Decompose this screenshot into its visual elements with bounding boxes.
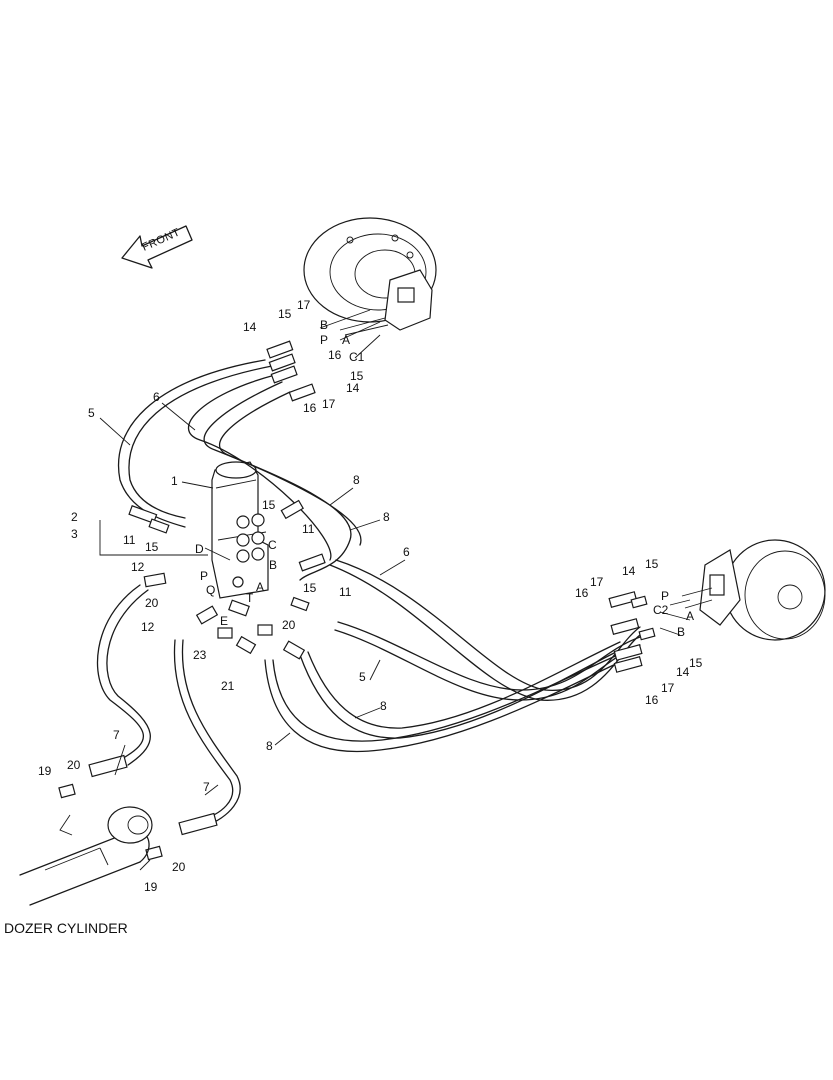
label: 16 (575, 586, 589, 600)
center-swivel-joint (211, 461, 269, 599)
label: 5 (359, 670, 366, 684)
label: 12 (141, 620, 155, 634)
label: 7 (113, 728, 120, 742)
label: 6 (153, 390, 160, 404)
label: B (269, 558, 277, 572)
label: 15 (689, 656, 703, 670)
label: D (195, 542, 204, 556)
label: 16 (328, 348, 342, 362)
label: 12 (131, 560, 145, 574)
label: A (342, 333, 350, 347)
part-labels: 17 15 14 B P A 16 C1 15 14 16 17 5 6 1 8… (38, 298, 703, 894)
label: 15 (278, 307, 292, 321)
label: 19 (38, 764, 52, 778)
label: 15 (350, 369, 364, 383)
label: 15 (145, 540, 159, 554)
label: C (268, 538, 277, 552)
label: P (200, 569, 208, 583)
label: 20 (67, 758, 81, 772)
label: 15 (303, 581, 317, 595)
label: B (677, 625, 685, 639)
label: 17 (590, 575, 604, 589)
leader-lines (99, 309, 691, 796)
front-arrow: FRONT (121, 225, 193, 269)
label: 17 (297, 298, 311, 312)
label: E (220, 614, 228, 628)
label: 8 (266, 739, 273, 753)
front-label: FRONT (140, 226, 182, 253)
label: A (256, 580, 264, 594)
label: P (661, 589, 669, 603)
label: 20 (172, 860, 186, 874)
label: 19 (144, 880, 158, 894)
label: 14 (346, 381, 360, 395)
hoses (96, 359, 641, 827)
label: Q (206, 583, 215, 597)
label: 20 (282, 618, 296, 632)
label: 16 (645, 693, 659, 707)
label: 7 (203, 780, 210, 794)
label: 14 (243, 320, 257, 334)
label: 3 (71, 527, 78, 541)
travel-motor-upper (303, 217, 437, 336)
label: 11 (339, 585, 352, 599)
label: 17 (322, 397, 336, 411)
label: A (686, 609, 694, 623)
label: 8 (353, 473, 360, 487)
label: 21 (221, 679, 235, 693)
label: 14 (622, 564, 636, 578)
label: T (246, 591, 254, 605)
label: 1 (171, 474, 178, 488)
label: 14 (676, 665, 690, 679)
label: P (320, 333, 328, 347)
label: 20 (145, 596, 159, 610)
label: B (320, 318, 328, 332)
label: C2 (653, 603, 669, 617)
label: 11 (123, 533, 136, 547)
dozer-cylinder-caption: DOZER CYLINDER (4, 920, 128, 936)
label: 16 (303, 401, 317, 415)
label: 15 (645, 557, 659, 571)
label: C1 (349, 350, 365, 364)
travel-motor-lower (681, 539, 826, 641)
dozer-cylinder (19, 806, 153, 906)
label: 11 (302, 522, 315, 536)
label: 17 (661, 681, 675, 695)
fittings (58, 340, 656, 861)
label: 2 (71, 510, 78, 524)
label: 5 (88, 406, 95, 420)
label: 6 (403, 545, 410, 559)
label: 23 (193, 648, 207, 662)
label: 15 (262, 498, 276, 512)
label: 8 (380, 699, 387, 713)
label: 8 (383, 510, 390, 524)
